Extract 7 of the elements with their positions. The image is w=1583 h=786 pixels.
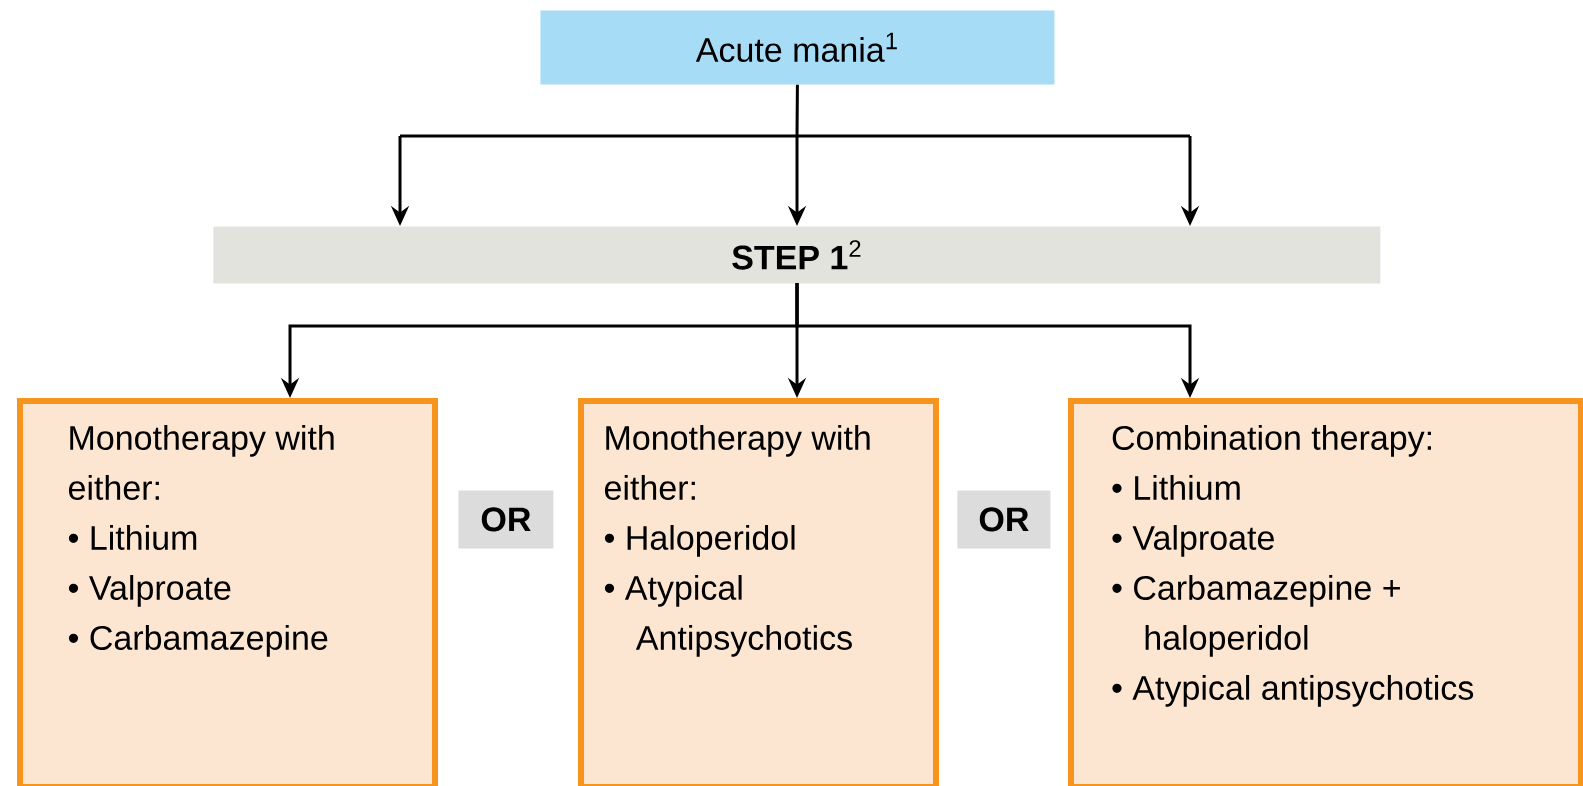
treatment-box: Combination therapy: • Lithium • Valproate • Carbamazepine + haloperidol • Atypical antipsychotics (1068, 398, 1583, 786)
treatment-box: Monotherapy with either: • Haloperidol • Atypical Antipsychotics (578, 398, 939, 786)
or-box: OR (957, 490, 1051, 549)
step-band: STEP 1$^{2}$ (213, 226, 1381, 284)
treatment-box: Monotherapy with either: • Lithium • Valproate • Carbamazepine (17, 398, 438, 786)
start-box: Acute mania$^{1}$ (540, 10, 1055, 85)
or-box: OR (458, 490, 554, 549)
